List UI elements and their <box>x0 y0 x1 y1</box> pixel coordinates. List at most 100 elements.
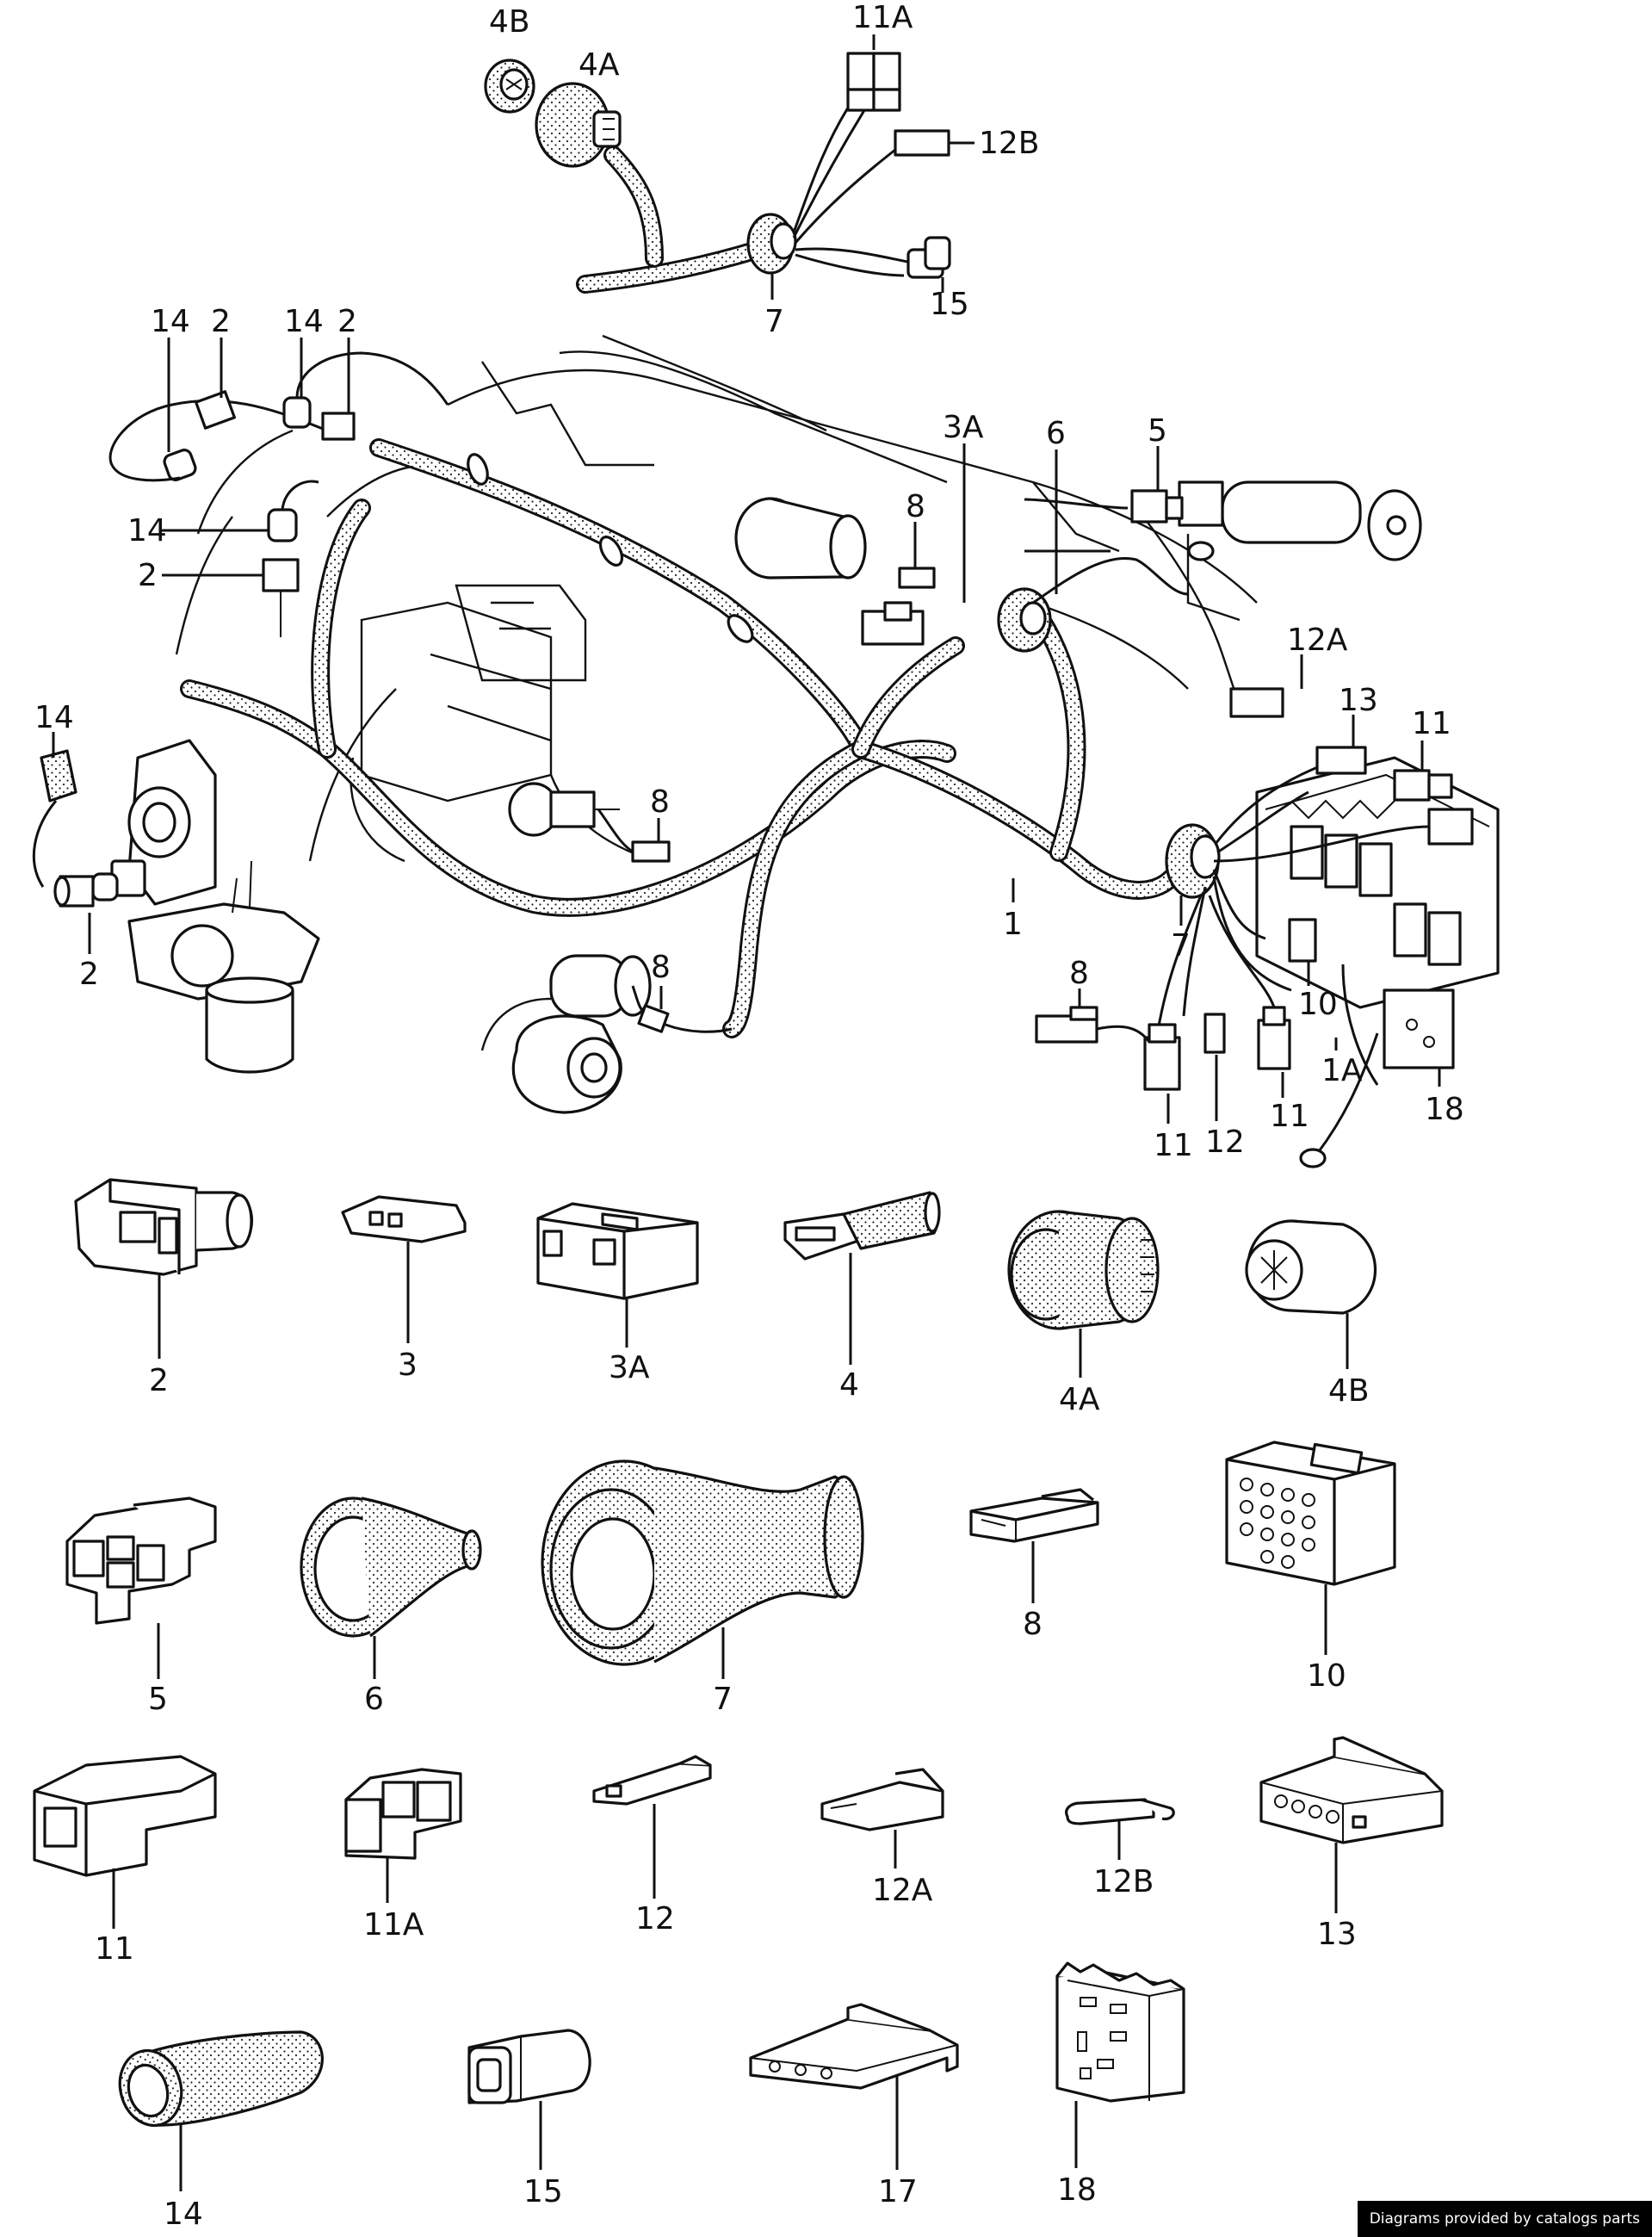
label-8c: 8 <box>651 950 671 985</box>
label-12a: 12A <box>1287 623 1348 658</box>
connector-8c-main-icon <box>631 985 733 1033</box>
cap-4b-icon <box>484 59 535 114</box>
part-8-icon <box>969 1488 1099 1603</box>
connector-8d-main-icon <box>1035 1006 1151 1044</box>
part-label-8: 8 <box>1023 1607 1043 1642</box>
connector-2d-main-icon <box>53 875 95 908</box>
label-8d: 8 <box>1069 956 1089 991</box>
part-6-icon <box>300 1496 482 1679</box>
footer-credit: Diagrams provided by catalogs parts <box>1357 2201 1652 2237</box>
part-label-17: 17 <box>878 2174 918 2209</box>
connector-11a-main-icon <box>1393 769 1453 802</box>
connector-8b-main-icon <box>597 809 671 863</box>
part-7-icon <box>541 1459 864 1679</box>
label-15-top: 15 <box>930 287 969 322</box>
label-14b: 14 <box>284 304 324 339</box>
part-4b-icon <box>1245 1219 1377 1369</box>
grommet-6-main-icon <box>997 587 1052 653</box>
connector-12a-main-icon <box>1229 687 1284 718</box>
connector-11b-main-icon <box>1143 1023 1181 1091</box>
part-label-7: 7 <box>713 1682 733 1717</box>
terminal-12b-icon <box>894 129 950 157</box>
connector-11c-main-icon <box>1257 1006 1291 1070</box>
part-10-icon <box>1225 1441 1396 1655</box>
part-label-12b: 12B <box>1093 1864 1154 1899</box>
connector-14d-main-icon <box>32 749 77 888</box>
label-2c: 2 <box>138 558 158 593</box>
connector-14b-main-icon <box>282 351 449 429</box>
callout-labels: 4B 4A 11A 12B 7 15 14 2 14 2 3A 6 5 8 14… <box>34 0 1464 2232</box>
part-12-icon <box>592 1755 712 1899</box>
label-10-main: 10 <box>1298 987 1338 1022</box>
label-11a-main: 11 <box>1412 706 1451 741</box>
label-1a: 1A <box>1321 1053 1363 1088</box>
part-label-11: 11 <box>95 1931 134 1967</box>
label-13: 13 <box>1339 683 1378 718</box>
part-label-18: 18 <box>1057 2172 1097 2208</box>
part-label-6: 6 <box>364 1682 384 1717</box>
part-label-3a: 3A <box>609 1350 650 1385</box>
part-label-4b: 4B <box>1328 1373 1370 1409</box>
wiper-motor-sketch <box>1178 480 1422 622</box>
connector-12-main-icon <box>1203 1013 1226 1054</box>
part-12a-icon <box>820 1768 944 1868</box>
parts-catalog <box>33 1178 1444 2191</box>
sender-sketch <box>508 782 620 837</box>
label-4a: 4A <box>579 47 620 83</box>
label-3a: 3A <box>943 410 984 445</box>
fuel-filter-sketch <box>734 497 867 579</box>
part-label-4: 4 <box>839 1367 859 1403</box>
part-label-15: 15 <box>523 2174 563 2209</box>
part-11-icon <box>33 1755 217 1929</box>
label-1: 1 <box>1003 907 1023 942</box>
label-11b: 11 <box>1154 1128 1193 1163</box>
part-2-icon <box>74 1178 253 1359</box>
part-label-2: 2 <box>149 1363 169 1398</box>
grommet-7-main-icon <box>1165 823 1221 899</box>
part-label-11a: 11A <box>363 1907 424 1943</box>
label-11c: 11 <box>1270 1099 1309 1134</box>
part-label-14: 14 <box>164 2197 203 2232</box>
label-8b: 8 <box>650 784 670 820</box>
part-label-4a: 4A <box>1059 1382 1100 1417</box>
connector-18-main-icon <box>1383 988 1455 1069</box>
label-5: 5 <box>1148 413 1167 449</box>
label-2b: 2 <box>337 304 357 339</box>
label-8a: 8 <box>906 489 925 524</box>
part-label-3: 3 <box>398 1348 418 1383</box>
label-11a: 11A <box>852 0 913 35</box>
connector-14c-main-icon <box>267 480 319 542</box>
connector-3a-main-icon <box>861 601 925 646</box>
ignition-module-sketch <box>91 739 217 906</box>
part-12b-icon <box>1065 1798 1175 1860</box>
label-4b: 4B <box>489 4 530 40</box>
label-18-main: 18 <box>1425 1092 1464 1127</box>
label-14d: 14 <box>34 700 74 735</box>
part-label-10: 10 <box>1307 1658 1346 1694</box>
part-15-icon <box>467 2029 591 2170</box>
part-label-12a: 12A <box>872 1873 933 1908</box>
connector-11a-icon <box>846 52 901 112</box>
connector-14a-main-icon <box>108 399 328 482</box>
main-assembly <box>32 334 1500 1168</box>
label-2d: 2 <box>79 957 99 992</box>
connector-8a-main-icon <box>898 567 936 589</box>
part-13-icon <box>1259 1736 1444 1913</box>
label-12-main: 12 <box>1205 1125 1245 1160</box>
label-12b: 12B <box>979 126 1040 161</box>
connector-2c-main-icon <box>262 558 300 637</box>
part-4a-icon <box>1007 1210 1160 1378</box>
fuse-relay-panel-sketch <box>1255 756 1500 1009</box>
part-label-5: 5 <box>148 1682 168 1717</box>
part-4-icon <box>783 1191 941 1365</box>
part-11a-icon <box>344 1768 462 1903</box>
connector-13-main-icon <box>1315 746 1367 775</box>
part-18-icon <box>1055 1961 1185 2168</box>
label-6: 6 <box>1046 416 1066 451</box>
label-7-main: 7 <box>1171 928 1191 964</box>
part-label-13: 13 <box>1317 1917 1357 1952</box>
label-14c: 14 <box>127 513 167 548</box>
part-17-icon <box>749 2003 959 2170</box>
connector-2a-main-icon <box>195 390 236 430</box>
